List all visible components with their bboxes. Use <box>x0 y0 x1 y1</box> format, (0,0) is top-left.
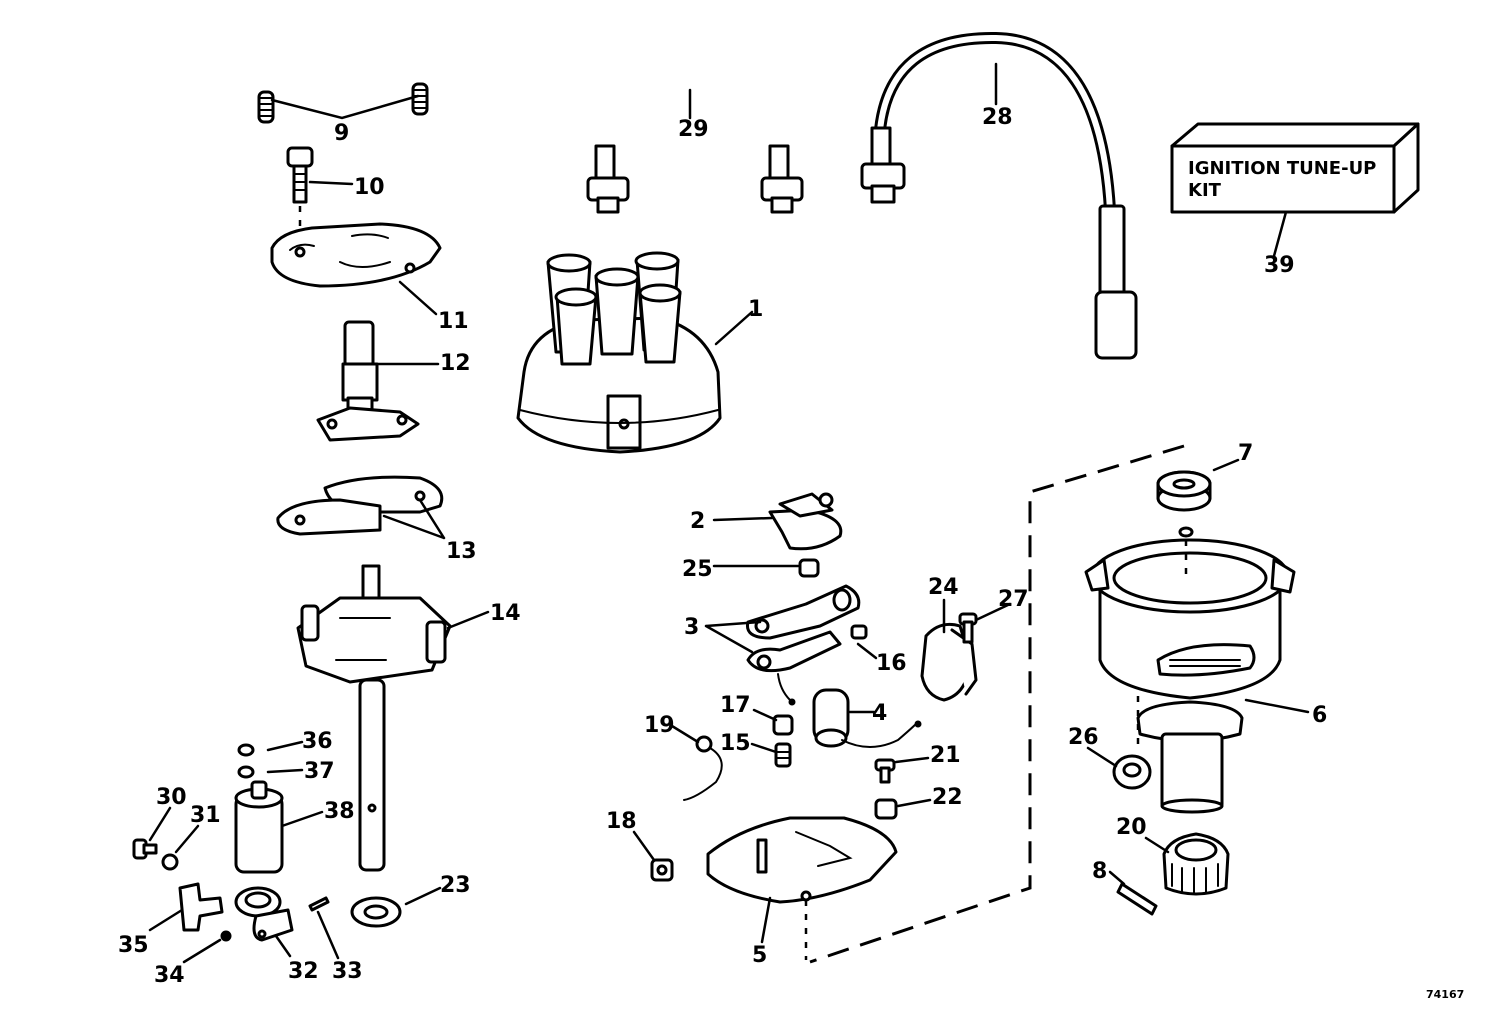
part-9-springs <box>257 82 429 124</box>
callout-35: 35 <box>118 933 149 958</box>
callout-7: 7 <box>1238 441 1253 466</box>
callout-27: 27 <box>998 587 1029 612</box>
callout-33: 33 <box>332 959 363 984</box>
callout-5: 5 <box>752 943 767 968</box>
callout-15: 15 <box>720 731 751 756</box>
part-2-rotor <box>768 492 843 551</box>
callout-26: 26 <box>1068 725 1099 750</box>
callout-18: 18 <box>606 809 637 834</box>
part-36-washer <box>237 743 255 757</box>
part-15-screw <box>774 742 792 768</box>
callout-34: 34 <box>154 963 185 988</box>
part-7-washer <box>1156 470 1212 512</box>
part-29-short-wire <box>586 57 804 214</box>
callout-39: 39 <box>1264 253 1295 278</box>
callout-14: 14 <box>490 601 521 626</box>
part-32-clamp <box>234 886 294 942</box>
callout-2: 2 <box>690 509 705 534</box>
callout-numbers: 1 2 3 4 5 6 7 8 9 10 11 12 13 14 15 16 1… <box>118 105 1327 988</box>
callout-21: 21 <box>930 743 961 768</box>
part-16-screw <box>850 624 868 640</box>
drawing-number: 74167 <box>1426 988 1464 1001</box>
part-31-washer <box>161 853 179 871</box>
callout-13: 13 <box>446 539 477 564</box>
part-25-nut <box>798 558 820 578</box>
callout-10: 10 <box>354 175 385 200</box>
callout-29: 29 <box>678 117 709 142</box>
part-4-condenser <box>812 688 922 748</box>
part-17-nut <box>772 714 794 736</box>
part-28-long-wire <box>860 31 1138 360</box>
callout-9: 9 <box>334 121 349 146</box>
callout-25: 25 <box>682 557 713 582</box>
callout-3: 3 <box>684 615 699 640</box>
part-19-ground-wire <box>683 735 723 801</box>
part-30-screw <box>132 838 158 860</box>
part-5-base-plate <box>706 816 898 904</box>
callout-36: 36 <box>302 729 333 754</box>
callout-19: 19 <box>644 713 675 738</box>
kit-label-line2: KIT <box>1188 180 1222 201</box>
part-38-cylinder <box>234 780 284 874</box>
part-39-tune-up-kit-box: IGNITION TUNE-UP KIT <box>1170 122 1420 214</box>
callout-8: 8 <box>1092 859 1107 884</box>
part-35-bracket <box>178 882 224 932</box>
callout-37: 37 <box>304 759 335 784</box>
callout-23: 23 <box>440 873 471 898</box>
callout-24: 24 <box>928 575 959 600</box>
part-34-washer <box>220 930 232 942</box>
part-26-bushing <box>1112 754 1152 790</box>
callout-17: 17 <box>720 693 751 718</box>
callout-16: 16 <box>876 651 907 676</box>
callout-22: 22 <box>932 785 963 810</box>
part-6-distributor-housing <box>1084 526 1296 814</box>
kit-label-line1: IGNITION TUNE-UP <box>1188 158 1376 179</box>
callout-32: 32 <box>288 959 319 984</box>
callout-20: 20 <box>1116 815 1147 840</box>
callout-4: 4 <box>872 701 887 726</box>
part-3-breaker-points <box>745 584 861 706</box>
part-8-pin <box>1116 882 1158 916</box>
part-37-washer <box>237 765 255 779</box>
part-21-screw <box>874 758 896 784</box>
part-14-breaker-plate-shaft <box>296 564 452 872</box>
callout-28: 28 <box>982 105 1013 130</box>
callout-31: 31 <box>190 803 221 828</box>
part-10-screw <box>286 146 314 228</box>
part-24-clip <box>920 622 978 702</box>
part-23-washer <box>350 896 402 928</box>
part-13-weights <box>276 475 444 536</box>
assembly-dashed-line <box>809 444 1185 964</box>
leader-lines <box>148 62 1310 964</box>
callout-12: 12 <box>440 351 471 376</box>
part-12-shaft-assembly <box>316 320 420 442</box>
callout-1: 1 <box>748 297 763 322</box>
part-22-nut <box>874 798 898 820</box>
callout-11: 11 <box>438 309 469 334</box>
callout-30: 30 <box>156 785 187 810</box>
part-11-plate <box>270 222 442 288</box>
part-20-gear <box>1162 832 1230 896</box>
part-1-distributor-cap <box>516 251 722 454</box>
part-18-nut <box>650 858 674 882</box>
part-33-pin <box>308 896 330 912</box>
callout-38: 38 <box>324 799 355 824</box>
callout-6: 6 <box>1312 703 1327 728</box>
